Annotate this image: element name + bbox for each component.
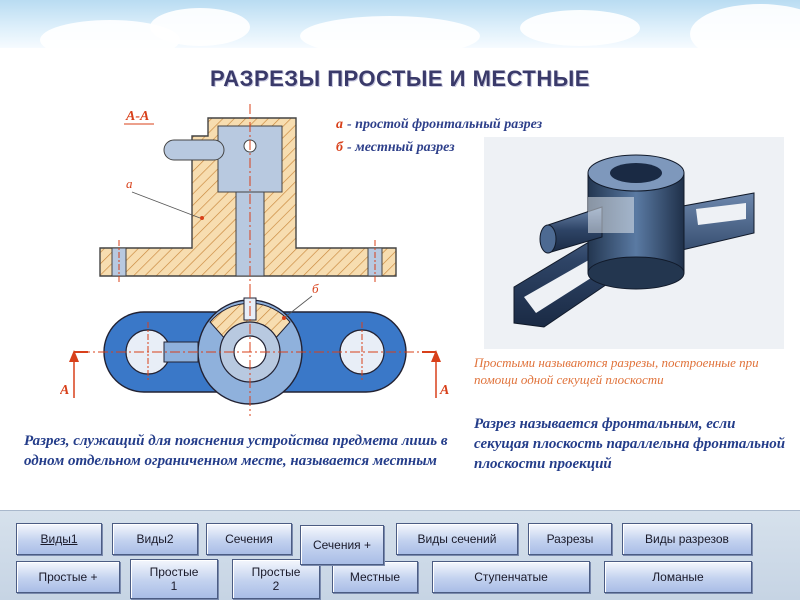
nav-button-sections[interactable]: Сечения [206,523,292,555]
cloud-decoration [520,10,640,46]
arm-slot-left [524,257,602,313]
part-boss-bottom [587,256,685,290]
section-drawing: А-А а б А А [60,104,449,416]
nav-button-sections-plus[interactable]: Сечения + [300,525,384,565]
nav-button-label: Простые 1 [149,565,199,593]
nav-button-simple-plus[interactable]: Простые + [16,561,120,593]
nav-button-label: Простые 2 [251,565,301,593]
nav-button-cut-types[interactable]: Виды разрезов [622,523,752,555]
nav-button-label: Простые + [38,570,98,584]
slide-title: РАЗРЕЗЫ ПРОСТЫЕ И МЕСТНЫЕ [210,66,590,91]
header-sky-band [0,0,800,48]
definition-simple-sections: Простыми называются разрезы, построенные… [474,355,759,387]
callout-b-leader [283,295,313,319]
cut-mark-left-arrow [69,350,79,362]
nav-button-label: Виды сечений [417,532,497,546]
nav-button-simple-2[interactable]: Простые 2 [232,559,320,599]
callout-b-dot [282,316,286,320]
legend-item-b: б - местный разрез [336,140,455,156]
nav-button-label: Сечения + [312,538,372,552]
callout-b: б [312,281,319,296]
nav-button-stepped[interactable]: Ступенчатые [432,561,590,593]
part-cutaway [588,197,634,233]
cloud-decoration [150,8,250,46]
navigation-panel: Виды1 Виды2 Сечения Сечения + Виды сечен… [0,510,800,600]
definition-frontal-section: Разрез называется фронтальным, если секу… [474,416,786,472]
legend-item-a: а - простой фронтальный разрез [336,117,542,133]
arm-slot-right [696,203,746,225]
nav-button-label: Ломаные [652,570,704,584]
nav-button-label: Разрезы [546,532,594,546]
nav-button-broken[interactable]: Ломаные [604,561,752,593]
nav-button-label: Виды2 [136,532,174,546]
legend-letter: а [336,117,343,132]
cloud-decoration [690,4,800,48]
nav-button-cuts[interactable]: Разрезы [528,523,612,555]
nav-button-simple-1[interactable]: Простые 1 [130,559,218,599]
part-boss-bore [610,163,662,183]
callout-a-dot [200,216,204,220]
cut-mark-left-label: А [60,383,69,398]
nav-button-label: Сечения [225,532,273,546]
definition-local-section: Разрез, служащий для пояснения устройств… [24,433,448,469]
legend-letter: б [336,140,343,155]
nav-button-label: Ступенчатые [474,570,548,584]
nav-button-views2[interactable]: Виды2 [112,523,198,555]
cut-mark-right-label: А [439,383,449,398]
nav-button-local[interactable]: Местные [332,561,418,593]
callout-a-leader [131,191,201,219]
cloud-decoration [300,16,480,48]
part-pin-end [539,224,557,254]
nav-button-section-types[interactable]: Виды сечений [396,523,518,555]
callout-a: а [126,176,133,191]
side-pin [163,139,225,161]
legend-text: - местный разрез [347,140,455,155]
nav-button-label: Местные [349,570,401,584]
legend-text: - простой фронтальный разрез [347,117,543,132]
nav-button-label: Виды разрезов [645,532,729,546]
nav-button-views1[interactable]: Виды1 [16,523,102,555]
part-3d-illustration [484,137,784,349]
nav-button-label: Виды1 [40,532,78,546]
cut-mark-right-arrow [431,350,441,362]
section-label: А-А [125,109,149,124]
